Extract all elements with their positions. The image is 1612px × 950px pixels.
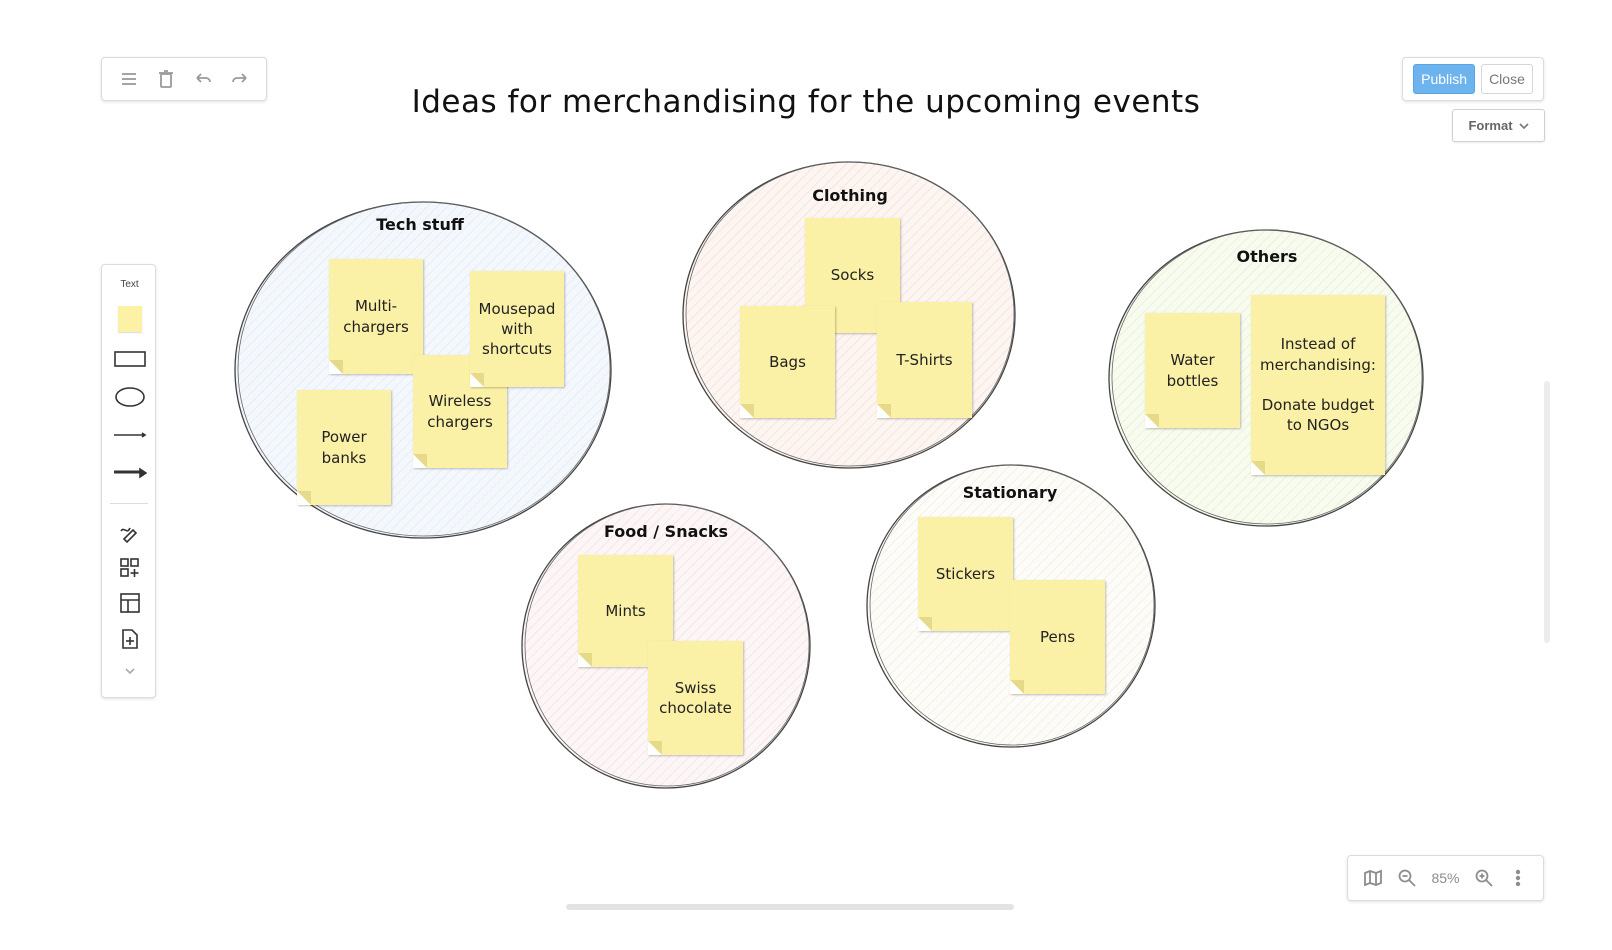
sticky-note-t-shirts[interactable]: T-Shirts bbox=[877, 302, 972, 418]
table-icon bbox=[119, 593, 140, 613]
sticky-note-mousepad[interactable]: Mousepad with shortcuts bbox=[470, 271, 564, 387]
board-title[interactable]: Ideas for merchandising for the upcoming… bbox=[411, 84, 1201, 120]
menu-button[interactable] bbox=[115, 65, 143, 93]
table-tool[interactable] bbox=[102, 587, 157, 619]
group-label-others[interactable]: Others bbox=[1236, 247, 1298, 266]
sticky-note-water-bottles[interactable]: Water bottles bbox=[1145, 313, 1240, 428]
trash-icon bbox=[158, 70, 173, 88]
redo-button[interactable] bbox=[226, 65, 254, 93]
insert-file-icon bbox=[121, 629, 138, 649]
zoom-bar: 85% bbox=[1347, 855, 1544, 901]
sticky-note-tool[interactable] bbox=[102, 301, 157, 337]
map-icon[interactable] bbox=[1363, 868, 1383, 888]
group-label-tech[interactable]: Tech stuff bbox=[376, 215, 464, 234]
sticky-note-pens[interactable]: Pens bbox=[1010, 580, 1105, 694]
more-tools-button[interactable] bbox=[102, 661, 157, 681]
arrow-tool[interactable] bbox=[102, 457, 157, 489]
rectangle-tool[interactable] bbox=[102, 343, 157, 375]
zoom-in-icon[interactable] bbox=[1474, 868, 1494, 888]
freehand-tool[interactable] bbox=[102, 517, 157, 549]
sticky-note-swatch bbox=[117, 306, 142, 332]
sticky-note-donate-budget[interactable]: Instead of merchandising: Donate budget … bbox=[1251, 295, 1385, 475]
arrow-icon bbox=[113, 467, 147, 479]
sticky-note-multi-chargers[interactable]: Multi- chargers bbox=[329, 259, 423, 374]
format-dropdown[interactable]: Format bbox=[1452, 109, 1545, 142]
ellipse-tool[interactable] bbox=[102, 381, 157, 413]
undo-icon bbox=[195, 73, 211, 83]
redo-icon bbox=[231, 73, 247, 83]
line-tool[interactable] bbox=[102, 419, 157, 451]
close-button[interactable]: Close bbox=[1481, 64, 1533, 94]
add-shapes-icon bbox=[119, 558, 139, 577]
toolbar-divider bbox=[110, 503, 148, 504]
top-toolbar bbox=[101, 57, 267, 101]
chevron-down-icon bbox=[124, 668, 135, 675]
format-label: Format bbox=[1468, 118, 1513, 133]
vertical-scrollbar[interactable] bbox=[1544, 381, 1550, 643]
group-label-food[interactable]: Food / Snacks bbox=[603, 522, 729, 541]
more-options-icon[interactable] bbox=[1508, 868, 1528, 888]
menu-icon bbox=[121, 73, 136, 85]
shape-toolbar: Text bbox=[101, 264, 156, 698]
chevron-down-icon bbox=[1518, 122, 1529, 129]
horizontal-scrollbar[interactable] bbox=[566, 904, 1014, 910]
rectangle-icon bbox=[113, 351, 146, 367]
sticky-note-bags[interactable]: Bags bbox=[740, 306, 835, 418]
zoom-out-icon[interactable] bbox=[1397, 868, 1417, 888]
undo-button[interactable] bbox=[189, 65, 217, 93]
delete-button[interactable] bbox=[152, 65, 180, 93]
publish-button[interactable]: Publish bbox=[1413, 64, 1476, 94]
ellipse-icon bbox=[114, 387, 145, 407]
publish-close-group: Publish Close bbox=[1402, 57, 1544, 101]
sticky-note-stickers[interactable]: Stickers bbox=[918, 517, 1013, 631]
sticky-note-power-banks[interactable]: Power banks bbox=[297, 390, 391, 505]
text-tool[interactable]: Text bbox=[102, 273, 157, 295]
group-label-stationary[interactable]: Stationary bbox=[962, 483, 1058, 502]
line-icon bbox=[113, 432, 146, 438]
group-label-clothing[interactable]: Clothing bbox=[812, 186, 888, 205]
sticky-note-swiss-chocolate[interactable]: Swiss chocolate bbox=[648, 641, 743, 755]
insert-tool[interactable] bbox=[102, 623, 157, 655]
shapes-tool[interactable] bbox=[102, 552, 157, 584]
pencil-icon bbox=[119, 527, 137, 544]
text-tool-label: Text bbox=[120, 278, 139, 290]
zoom-level[interactable]: 85% bbox=[1431, 870, 1460, 886]
